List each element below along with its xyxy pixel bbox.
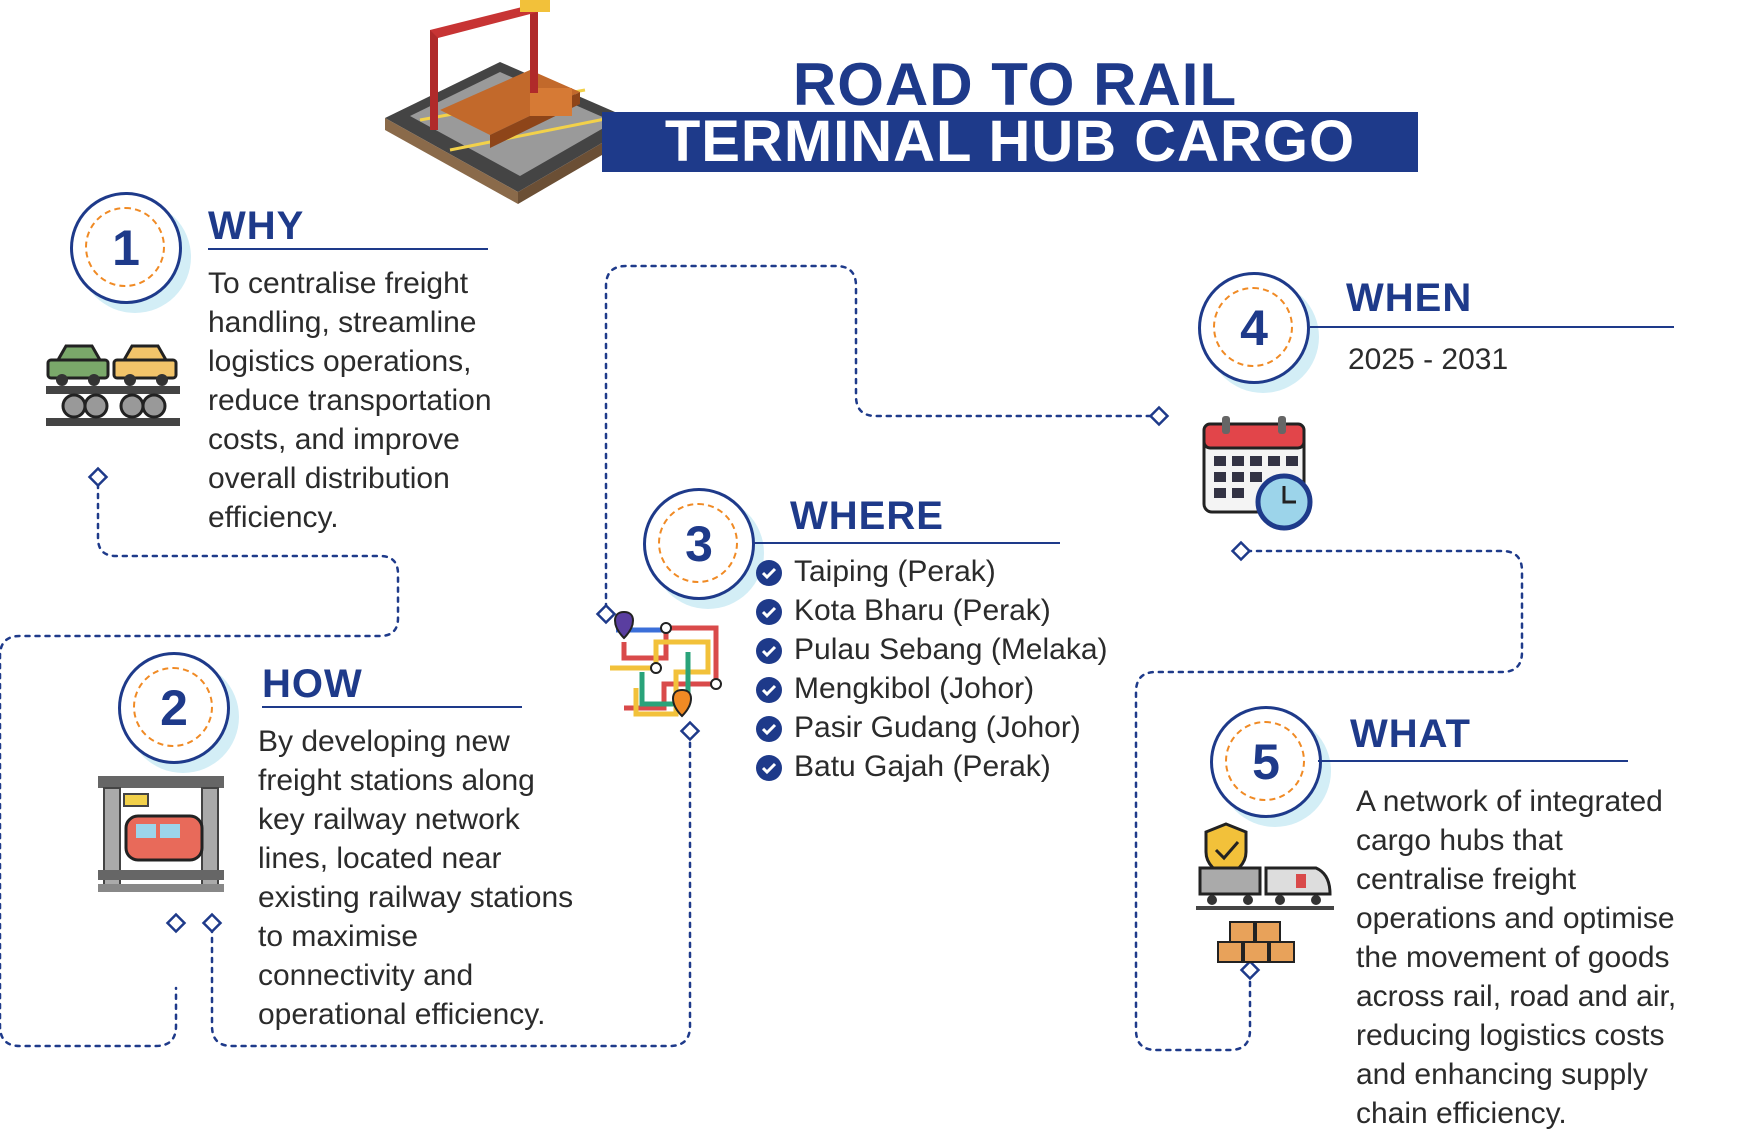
check-icon xyxy=(756,599,782,625)
page-title-banner: TERMINAL HUB CARGO xyxy=(602,112,1418,172)
train-station-icon xyxy=(98,772,228,900)
check-icon xyxy=(756,560,782,586)
route-map-icon xyxy=(606,608,730,724)
list-item: Taiping (Perak) xyxy=(756,552,1176,591)
rail-terminal-illustration-icon xyxy=(380,0,640,205)
page-title-line1: ROAD TO RAIL xyxy=(792,51,1238,118)
calendar-clock-icon xyxy=(1200,414,1316,532)
what-underline xyxy=(1318,760,1628,762)
how-heading: HOW xyxy=(262,662,363,706)
when-text: 2025 - 2031 xyxy=(1348,343,1509,376)
step-badge-5: 5 xyxy=(1210,706,1322,818)
step-badge-4: 4 xyxy=(1198,272,1310,384)
step-badge-1: 1 xyxy=(70,192,182,304)
how-underline xyxy=(262,706,522,708)
step-badge-3: 3 xyxy=(643,488,755,600)
check-icon xyxy=(756,755,782,781)
check-icon xyxy=(756,638,782,664)
location-list: Taiping (Perak) Kota Bharu (Perak) Pulau… xyxy=(756,552,1176,786)
cargo-train-icon xyxy=(1196,822,1334,968)
what-heading: WHAT xyxy=(1350,712,1471,756)
where-heading: WHERE xyxy=(790,494,944,538)
list-item: Mengkibol (Johor) xyxy=(756,669,1176,708)
check-icon xyxy=(756,677,782,703)
where-underline xyxy=(752,542,1060,544)
check-icon xyxy=(756,716,782,742)
why-text: To centralise freight handling, streamli… xyxy=(208,267,492,534)
how-text: By developing new freight stations along… xyxy=(258,725,574,1031)
why-heading: WHY xyxy=(208,204,305,248)
list-item: Pulau Sebang (Melaka) xyxy=(756,630,1176,669)
when-heading: WHEN xyxy=(1346,276,1473,320)
list-item: Pasir Gudang (Johor) xyxy=(756,708,1176,747)
step-badge-2: 2 xyxy=(118,652,230,764)
when-underline xyxy=(1310,326,1674,328)
why-underline xyxy=(208,248,488,250)
list-item: Batu Gajah (Perak) xyxy=(756,747,1176,786)
what-text: A network of integrated cargo hubs that … xyxy=(1356,785,1677,1130)
car-carrier-icon xyxy=(44,320,184,432)
list-item: Kota Bharu (Perak) xyxy=(756,591,1176,630)
